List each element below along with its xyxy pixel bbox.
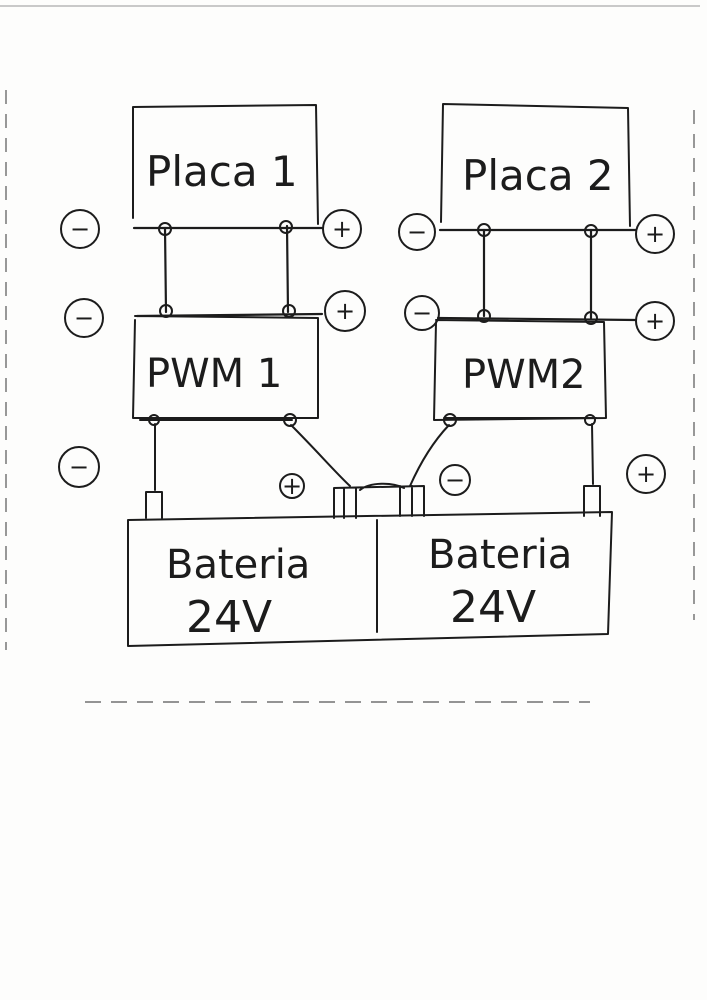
plus-symbol-circle — [324, 290, 366, 332]
plus-symbol: + — [636, 460, 656, 488]
pwm-2-label: PWM2 — [462, 352, 586, 398]
pwm-2-box — [433, 319, 607, 421]
terminal-dot — [477, 309, 491, 323]
minus-symbol: − — [74, 304, 94, 332]
minus-symbol-circle — [64, 298, 104, 338]
center-terminal-block — [333, 482, 425, 519]
plus-symbol: + — [335, 297, 355, 325]
terminal-dot — [584, 224, 598, 238]
terminal-dot — [584, 414, 596, 426]
terminal-dot — [584, 311, 598, 325]
plus-symbol: + — [282, 472, 302, 500]
terminal-post — [583, 485, 601, 517]
minus-symbol: − — [412, 299, 432, 327]
battery-wiring — [139, 413, 597, 491]
plus-symbol-circle — [626, 454, 666, 494]
battery-2-label: Bateria — [428, 532, 572, 578]
minus-symbol: − — [407, 218, 427, 246]
minus-symbol-circle — [439, 464, 471, 496]
minus-symbol: − — [70, 215, 90, 243]
terminal-post — [145, 491, 163, 519]
minus-symbol-circle — [404, 295, 440, 331]
pwm-1-box — [132, 315, 319, 419]
plus-symbol-circle — [279, 473, 305, 499]
terminal-dot — [282, 304, 296, 318]
pwm-controller-1: PWM 1 — [132, 315, 319, 419]
battery-box — [127, 511, 613, 647]
plus-symbol: + — [332, 215, 352, 243]
plus-symbol-circle — [322, 209, 362, 249]
panel-2-box — [440, 103, 631, 227]
minus-symbol: − — [69, 453, 89, 481]
solar-panel-2: Placa 2 — [440, 103, 631, 227]
minus-symbol-circle — [60, 209, 100, 249]
terminal-dot — [158, 222, 172, 236]
panel-2-wiring — [436, 223, 638, 325]
plus-symbol-circle — [635, 214, 675, 254]
panel-2-label: Placa 2 — [462, 151, 614, 200]
polarity-symbols: − + − + − + − + − + − + — [58, 209, 675, 500]
terminal-dot — [477, 223, 491, 237]
pwm-1-label: PWM 1 — [146, 351, 282, 397]
minus-symbol-circle — [398, 213, 436, 251]
plus-symbol-circle — [635, 301, 675, 341]
solar-panel-1: Placa 1 — [132, 104, 319, 225]
panel-1-label: Placa 1 — [146, 147, 298, 196]
battery-1-voltage: 24V — [186, 592, 272, 643]
battery-bank: Bateria 24V Bateria 24V — [127, 511, 613, 647]
panel-1-wiring — [132, 220, 324, 318]
terminal-dot — [159, 304, 173, 318]
pwm-controller-2: PWM2 — [433, 319, 607, 421]
battery-terminals — [145, 482, 601, 519]
minus-symbol-circle — [58, 446, 100, 488]
battery-1-label: Bateria — [166, 542, 310, 588]
panel-1-box — [132, 104, 319, 225]
terminal-dot — [283, 413, 297, 427]
terminal-dot — [443, 413, 457, 427]
plus-symbol: + — [645, 307, 665, 335]
terminal-dot — [279, 220, 293, 234]
plus-symbol: + — [645, 220, 665, 248]
battery-2-voltage: 24V — [450, 582, 536, 633]
minus-symbol: − — [445, 466, 465, 494]
